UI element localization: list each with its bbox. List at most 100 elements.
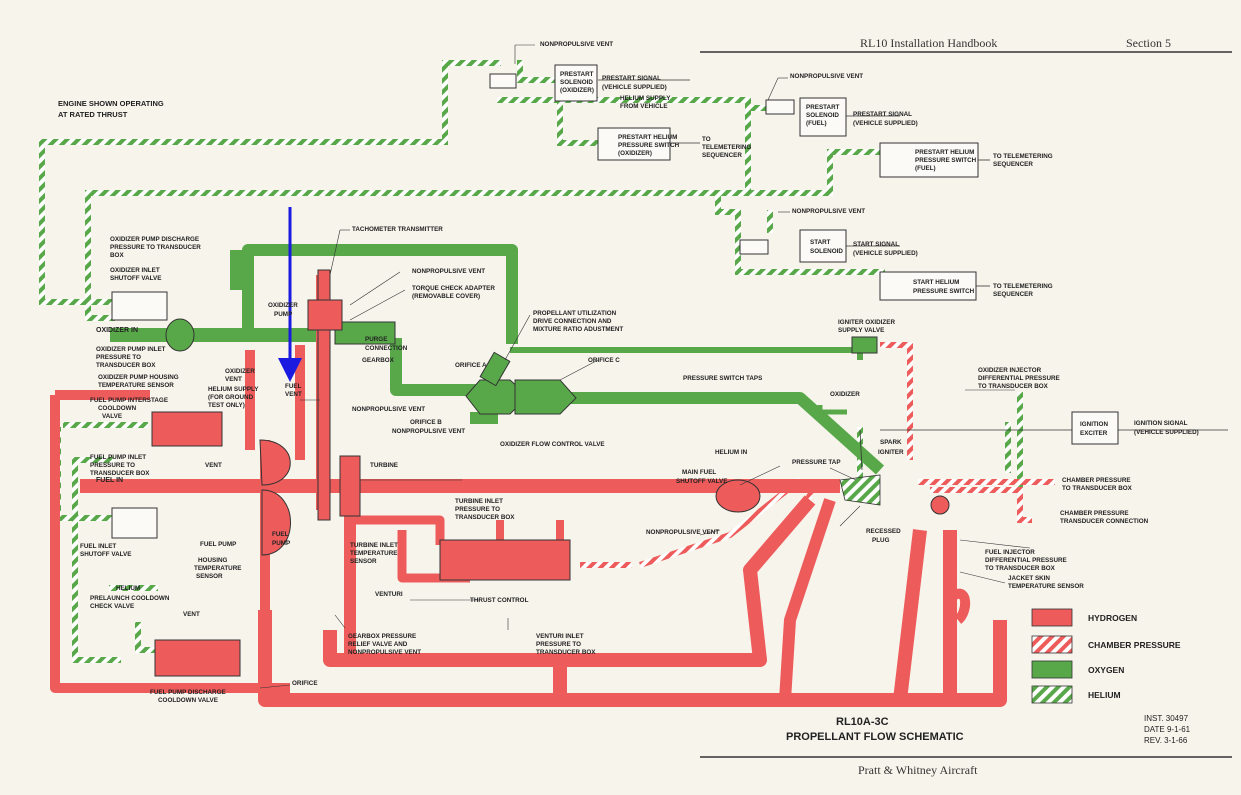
- chamber-torus: [930, 495, 950, 515]
- label-np-vent-1: NONPROPULSIVE VENT: [540, 41, 613, 48]
- label-orifice: ORIFICE: [292, 680, 318, 687]
- title-line-2: PROPELLANT FLOW SCHEMATIC: [786, 731, 964, 743]
- oxidizer-inlet-valve-body: [165, 318, 195, 352]
- note-line-2: AT RATED THRUST: [58, 110, 128, 119]
- inst-number: INST. 30497: [1144, 714, 1189, 723]
- title-line-1: RL10A-3C: [836, 716, 889, 728]
- handbook-title: RL10 Installation Handbook: [860, 36, 997, 50]
- legend-hydrogen: HYDROGEN: [1088, 613, 1137, 623]
- box-prestart-ox: PRESTART SOLENOID (OXIDIZER): [560, 71, 595, 94]
- label-thrust-control: THRUST CONTROL: [470, 597, 529, 604]
- label-oxidizer-in: OXIDIZER IN: [96, 327, 138, 334]
- label-start-signal: START SIGNAL(VEHICLE SUPPLIED): [853, 241, 918, 257]
- legend-chamber-pressure: CHAMBER PRESSURE: [1088, 640, 1181, 650]
- label-prestart-signal-fuel: PRESTART SIGNAL(VEHICLE SUPPLIED): [853, 111, 918, 127]
- label-np-vent-3: NONPROPULSIVE VENT: [792, 208, 865, 215]
- inst-date: DATE 9-1-61: [1144, 725, 1191, 734]
- labels: NONPROPULSIVE VENT PRESTART SIGNAL(VEHIC…: [80, 41, 1199, 704]
- igniter-oxidizer-supply-valve: [851, 336, 878, 354]
- signal-wires: [598, 79, 1228, 471]
- interstage-cooldown-valve-body: [151, 411, 223, 447]
- oxidizer-flow-control-valve: [465, 379, 529, 415]
- section-label: Section 5: [1126, 36, 1171, 50]
- label-venturi: VENTURI: [375, 591, 403, 598]
- oxidizer-pump-housing: [334, 321, 396, 345]
- inst-rev: REV. 3-1-66: [1144, 736, 1188, 745]
- company-name: Pratt & Whitney Aircraft: [858, 763, 978, 777]
- note-line-1: ENGINE SHOWN OPERATING: [58, 99, 164, 108]
- label-vent-2: VENT: [183, 611, 200, 618]
- label-prestart-signal-ox: PRESTART SIGNAL(VEHICLE SUPPLIED): [602, 75, 667, 91]
- fuel-pump-upper: [259, 439, 291, 486]
- component-boxes: [111, 64, 1119, 539]
- label-np-vent-tach: NONPROPULSIVE VENT: [412, 268, 485, 275]
- label-np-vent-gearbox: NONPROPULSIVE VENT: [352, 406, 425, 413]
- fuel-pump-lower: [261, 489, 291, 556]
- label-np-vent-fuel: NONPROPULSIVE VENT: [646, 529, 719, 536]
- gearbox-housing: [307, 299, 343, 331]
- label-torque-check: TORQUE CHECK ADAPTER(REMOVABLE COVER): [412, 285, 495, 300]
- orifice-a-body: [479, 351, 511, 387]
- label-turbine: TURBINE: [370, 462, 398, 469]
- legend: HYDROGEN CHAMBER PRESSURE OXYGEN HELIUM: [1031, 608, 1181, 704]
- legend-swatch-hydrogen: [1031, 608, 1073, 627]
- label-ignition-signal: IGNITION SIGNAL(VEHICLE SUPPLIED): [1134, 420, 1199, 436]
- box-start-helium: START HELIUM PRESSURE SWITCH: [913, 279, 975, 295]
- label-pressure-tap: PRESSURE TAP: [792, 459, 841, 466]
- thrust-control-body: [439, 539, 571, 581]
- turbine-body: [339, 455, 361, 517]
- legend-swatch-helium: [1031, 685, 1073, 704]
- label-helium: HELIUM: [116, 585, 140, 592]
- label-gearbox: GEARBOX: [362, 357, 395, 364]
- label-helium-in: HELIUM IN: [715, 449, 748, 456]
- box-prestart-fuel: PRESTART SOLENOID (FUEL): [806, 104, 841, 127]
- label-oxidizer: OXIDIZER: [830, 391, 860, 398]
- discharge-cooldown-valve-body: [154, 639, 241, 677]
- orifice-c-body: [514, 379, 577, 415]
- box-prestart-helium-ox: PRESTART HELIUM PRESSURE SWITCH (OXIDIZE…: [618, 134, 681, 157]
- injector: [839, 474, 881, 506]
- label-fuel-in: FUEL IN: [96, 477, 123, 484]
- legend-swatch-oxygen: [1031, 660, 1073, 679]
- main-fuel-shutoff-valve: [715, 479, 761, 513]
- legend-oxygen: OXYGEN: [1088, 665, 1124, 675]
- label-orifice-a: ORIFICE A: [455, 362, 487, 369]
- legend-helium: HELIUM: [1088, 690, 1121, 700]
- box-start-solenoid: START SOLENOID: [810, 239, 843, 255]
- label-ox-flow-control: OXIDIZER FLOW CONTROL VALVE: [500, 441, 605, 448]
- label-orifice-c: ORIFICE C: [588, 357, 620, 364]
- label-pressure-switch-taps: PRESSURE SWITCH TAPS: [683, 375, 762, 382]
